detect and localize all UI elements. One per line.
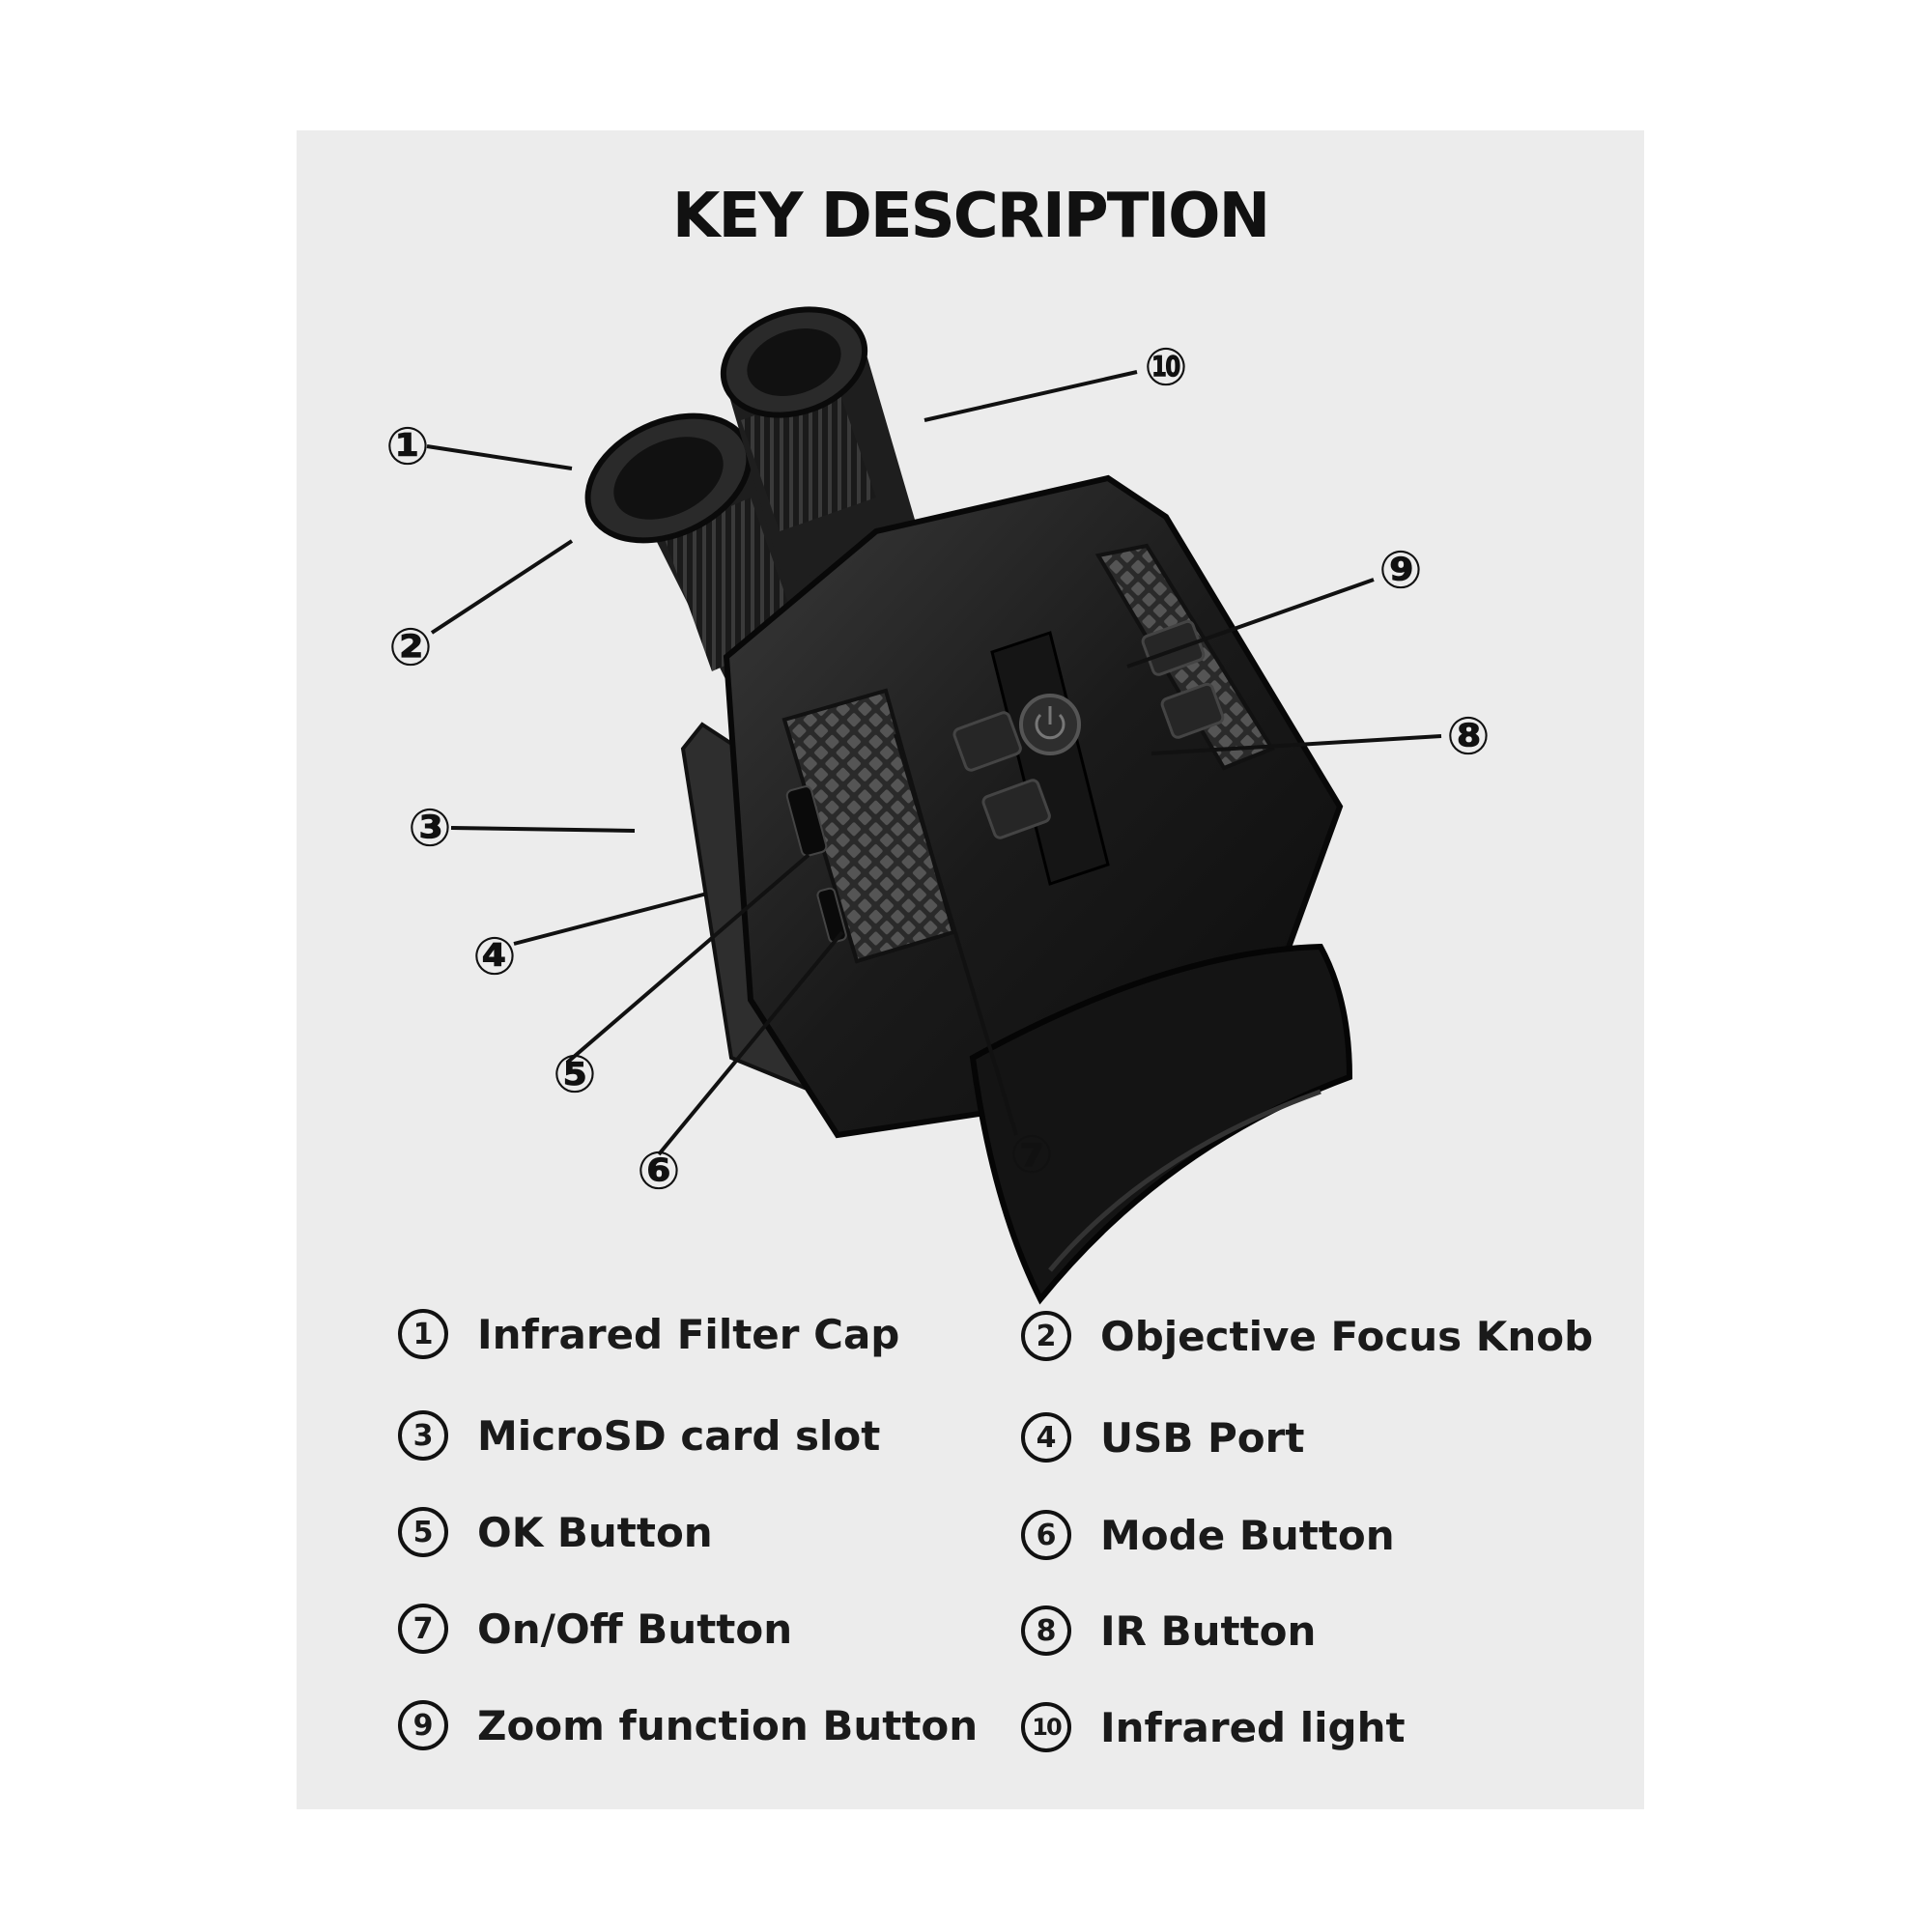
callout-4: ④ — [472, 926, 517, 987]
legend-label: Infrared light — [1100, 1703, 1406, 1751]
callout-10: ⑩ — [1144, 337, 1188, 398]
legend-label: Objective Focus Knob — [1100, 1312, 1594, 1360]
mode-button-shape — [981, 779, 1051, 839]
legend-item: 3 MicroSD card slot — [398, 1410, 880, 1461]
legend-item: 4 USB Port — [1021, 1412, 1304, 1463]
eyepiece — [969, 943, 1353, 1305]
callout-7: ⑦ — [1009, 1124, 1054, 1185]
legend-number: 9 — [398, 1700, 448, 1750]
binocular-illustration: ① ② ③ ④ ⑤ ⑥ ⑦ ⑧ ⑨ ⑩ — [385, 306, 1491, 1305]
legend-item: 2 Objective Focus Knob — [1021, 1311, 1593, 1361]
legend-label: OK Button — [477, 1508, 713, 1556]
callout-5: ⑤ — [553, 1044, 597, 1105]
legend-item: 9 Zoom function Button — [398, 1700, 978, 1750]
ir-button-shape — [1160, 682, 1225, 739]
legend-number: 10 — [1021, 1702, 1071, 1752]
legend-label: USB Port — [1100, 1413, 1305, 1462]
page-title: KEY DESCRIPTION — [671, 181, 1270, 252]
legend-number: 5 — [398, 1507, 448, 1557]
leader-lines — [426, 370, 1442, 1156]
legend-label: IR Button — [1100, 1606, 1317, 1655]
legend-item: 7 On/Off Button — [398, 1604, 792, 1654]
legend-item: 8 IR Button — [1021, 1605, 1316, 1656]
legend-number: 7 — [398, 1604, 448, 1654]
callout-9: ⑨ — [1378, 540, 1423, 601]
callout-6: ⑥ — [637, 1141, 681, 1202]
legend-label: MicroSD card slot — [477, 1411, 881, 1460]
zoom-button-shape — [1141, 619, 1206, 676]
callout-1: ① — [385, 416, 430, 477]
legend-item: 6 Mode Button — [1021, 1510, 1395, 1560]
callout-8: ⑧ — [1446, 706, 1491, 767]
callout-3: ③ — [408, 798, 452, 859]
legend-number: 8 — [1021, 1605, 1071, 1656]
legend-number: 1 — [398, 1309, 448, 1359]
legend-label: Zoom function Button — [477, 1701, 979, 1749]
legend-number: 4 — [1021, 1412, 1071, 1463]
legend-number: 6 — [1021, 1510, 1071, 1560]
right-objective-tube — [720, 306, 920, 584]
callout-2: ② — [388, 617, 433, 678]
legend-number: 3 — [398, 1410, 448, 1461]
ok-button-shape — [952, 711, 1022, 772]
legend-item: 10 Infrared light — [1021, 1702, 1406, 1752]
legend-item: 5 OK Button — [398, 1507, 713, 1557]
legend-number: 2 — [1021, 1311, 1071, 1361]
diagram-panel: KEY DESCRIPTION — [297, 130, 1644, 1809]
legend-label: Infrared Filter Cap — [477, 1310, 900, 1358]
legend-label: On/Off Button — [477, 1605, 793, 1653]
legend-label: Mode Button — [1100, 1511, 1395, 1559]
legend-item: 1 Infrared Filter Cap — [398, 1309, 899, 1359]
